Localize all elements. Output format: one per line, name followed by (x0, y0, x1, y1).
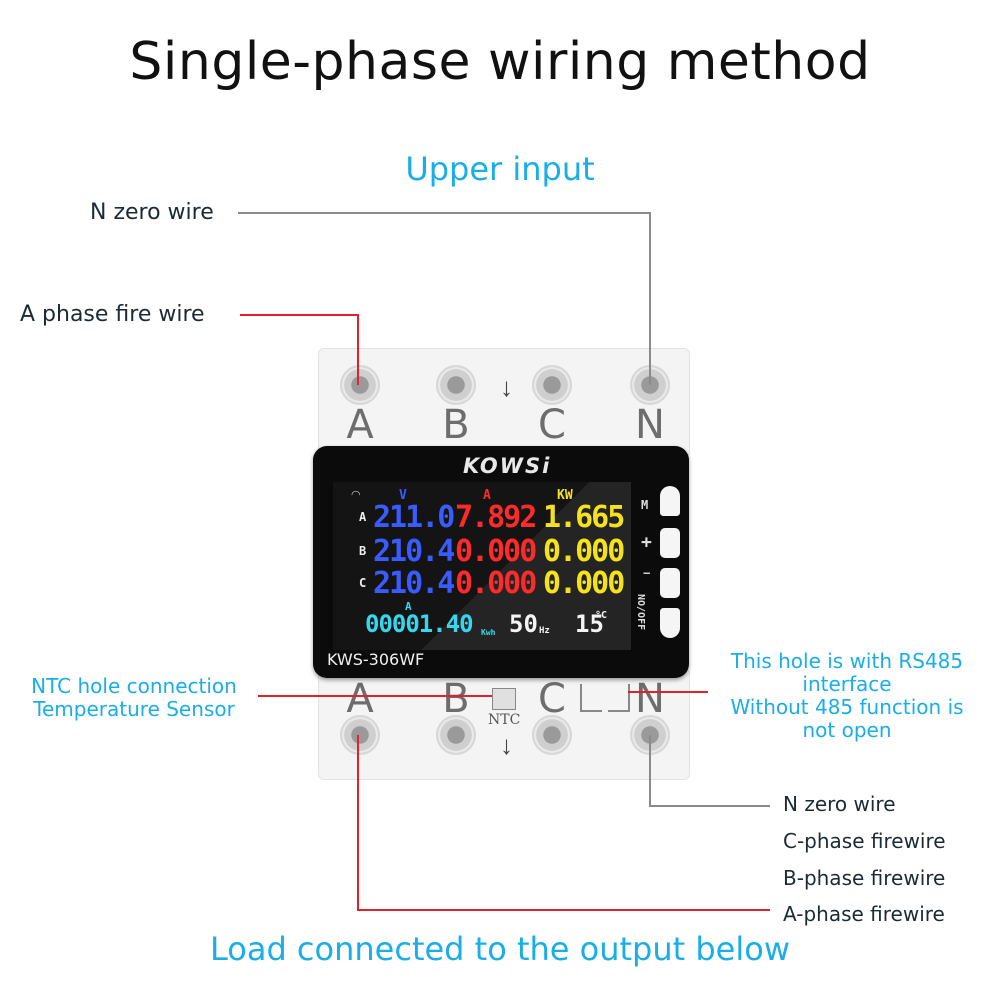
page-title: Single-phase wiring method (129, 32, 871, 92)
label-bottom-n-zero-wire: N zero wire (783, 792, 896, 816)
energy-unit: Kwh (481, 628, 496, 637)
row-phase-b: B (359, 544, 367, 558)
wire-top-n (238, 212, 651, 385)
terminal-top-a[interactable] (340, 365, 380, 405)
button-minus-label: − (643, 566, 651, 580)
label-rs485-2: interface (802, 672, 892, 696)
terminal-top-c[interactable] (532, 365, 572, 405)
label-bottom-c-phase: C-phase firewire (783, 829, 946, 853)
button-m[interactable] (660, 486, 680, 516)
terminal-bottom-label-b: B (442, 676, 470, 722)
ntc-port-label: NTC (488, 712, 521, 728)
label-top-a-phase: A phase fire wire (20, 302, 205, 327)
terminal-top-label-c: C (538, 402, 566, 448)
label-rs485-4: not open (802, 718, 892, 742)
row-phase-a: A (359, 510, 367, 524)
terminal-bottom-a[interactable] (340, 715, 380, 755)
terminal-bottom-label-a: A (346, 676, 374, 722)
row-b-power: 0.000 (543, 534, 625, 569)
terminal-top-b[interactable] (436, 365, 476, 405)
frequency-value: 50 (509, 610, 538, 638)
header-v: V (399, 488, 407, 503)
label-bottom-a-phase: A-phase firewire (783, 902, 945, 926)
row-a-power: 1.665 (543, 500, 625, 535)
row-c-voltage: 210.4 (373, 566, 455, 601)
rs485-port-right (608, 684, 630, 712)
model-label: KWS-306WF (327, 650, 425, 669)
wifi-icon: ◠ (351, 489, 361, 501)
frequency-unit: Hz (539, 626, 550, 636)
button-plus-label: + (641, 532, 652, 553)
header-a: A (483, 488, 491, 503)
terminal-bottom-b[interactable] (436, 715, 476, 755)
energy-value: 00001.40 (365, 610, 474, 638)
upper-input-label: Upper input (405, 150, 595, 188)
device-arrow-down-icon: ↓ (500, 372, 513, 402)
label-ntc-2: Temperature Sensor (33, 697, 235, 721)
row-a-voltage: 211.0 (373, 500, 455, 535)
button-onoff-label: NO/OFF (635, 594, 646, 631)
label-rs485-3: Without 485 function is (730, 695, 964, 719)
row-c-current: 0.000 (455, 566, 537, 601)
device-top-block (318, 348, 690, 458)
terminal-bottom-label-n: N (635, 676, 665, 722)
wire-bottom-a (357, 735, 770, 911)
load-output-label: Load connected to the output below (209, 930, 790, 968)
label-ntc-1: NTC hole connection (31, 674, 237, 698)
display-glass (333, 482, 631, 650)
device-arrow-down-bottom-icon: ↓ (500, 730, 513, 760)
row-a-current: 7.892 (455, 500, 537, 535)
header-kw: KW (557, 488, 573, 503)
terminal-bottom-label-c: C (538, 676, 566, 722)
terminal-top-label-a: A (346, 402, 374, 448)
row-b-voltage: 210.4 (373, 534, 455, 569)
wire-bottom-n (649, 735, 770, 807)
label-top-n-zero-wire: N zero wire (90, 200, 214, 225)
button-plus[interactable] (660, 528, 680, 558)
terminal-bottom-c[interactable] (532, 715, 572, 755)
label-bottom-b-phase: B-phase firewire (783, 866, 946, 890)
ntc-port[interactable] (492, 688, 516, 710)
terminal-top-label-b: B (442, 402, 470, 448)
button-m-label: M (641, 498, 649, 512)
rs485-port-left (580, 684, 602, 712)
row-b-current: 0.000 (455, 534, 537, 569)
energy-unit-top: A (405, 600, 412, 613)
row-c-power: 0.000 (543, 566, 625, 601)
row-phase-c: C (359, 576, 367, 590)
display-panel: KOWSi KWS-306WF ◠ V A KW A 211.0 7.892 1… (313, 446, 689, 678)
label-rs485-1: This hole is with RS485 (730, 649, 964, 673)
temperature-value: 15 (575, 610, 604, 638)
temperature-unit: °C (595, 610, 608, 621)
brand-logo: KOWSi (463, 454, 552, 478)
button-onoff[interactable] (660, 608, 680, 638)
wire-top-a (240, 314, 359, 385)
button-minus[interactable] (660, 568, 680, 598)
terminal-top-label-n: N (635, 402, 665, 448)
